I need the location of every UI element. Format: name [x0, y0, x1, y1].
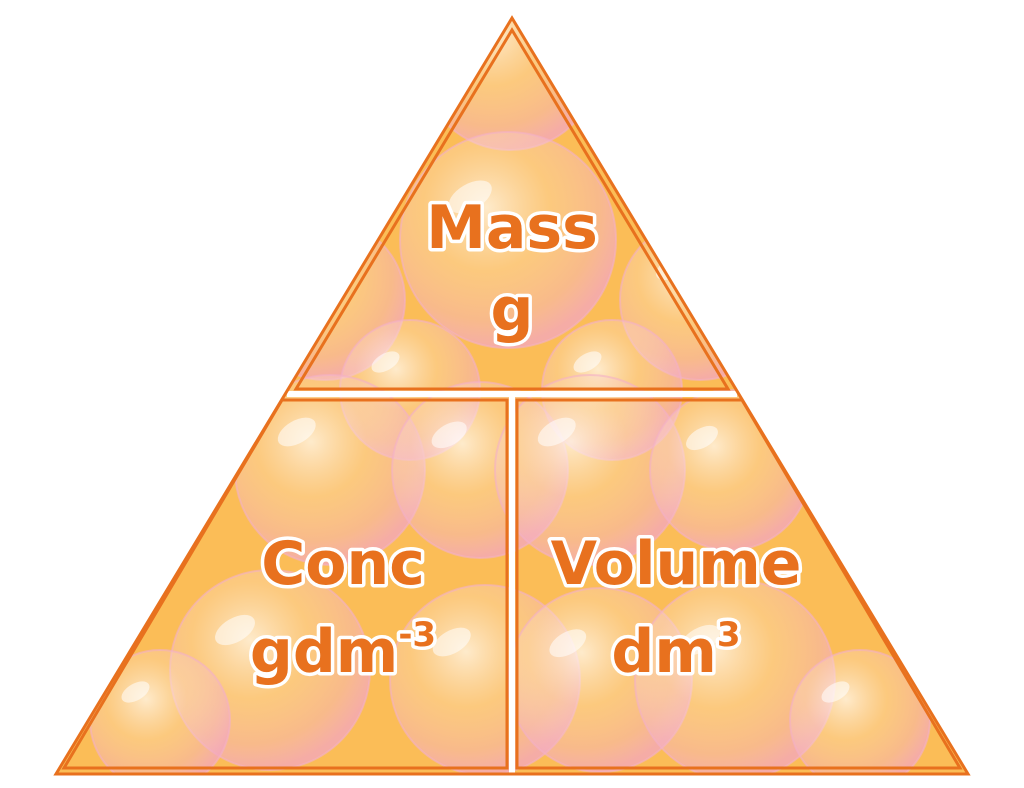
mass-label: Mass — [426, 193, 598, 263]
bubble-highlight — [821, 681, 850, 703]
bubble-decoration — [399, 131, 617, 349]
bubble-highlight — [281, 255, 313, 281]
bubble-highlight — [371, 351, 400, 373]
top-section: Mass g — [423, 190, 602, 349]
bubble-highlight — [215, 614, 255, 646]
bubble-highlight — [549, 629, 587, 658]
bubble-highlight — [537, 417, 576, 447]
bubble-highlight — [121, 681, 150, 703]
section-dividers — [287, 391, 737, 774]
volume-unit-superscript: 3 — [717, 615, 741, 655]
bubble-highlight — [432, 627, 471, 657]
bubble-highlight — [448, 180, 492, 214]
triangle-outline — [53, 15, 971, 776]
bubble-highlight — [277, 417, 316, 447]
bubble-highlight — [460, 18, 497, 38]
bottom-right-section: Volume dm3 — [547, 526, 805, 691]
conc-label: Conc — [261, 529, 425, 599]
mass-unit: g — [491, 275, 534, 345]
volume-label: Volume — [551, 529, 802, 599]
bottom-left-section: Conc gdm-3 — [246, 526, 439, 691]
bubble-highlight — [431, 421, 467, 449]
conc-unit-base: gdm — [250, 617, 398, 687]
conc-unit: gdm-3 — [250, 615, 436, 687]
bubble-highlight — [680, 624, 720, 656]
bubble-highlight — [573, 351, 602, 373]
volume-unit-base: dm — [611, 617, 716, 687]
volume-unit: dm3 — [611, 615, 740, 687]
conc-unit-superscript: -3 — [398, 615, 436, 655]
bubble-highlight — [686, 425, 718, 451]
